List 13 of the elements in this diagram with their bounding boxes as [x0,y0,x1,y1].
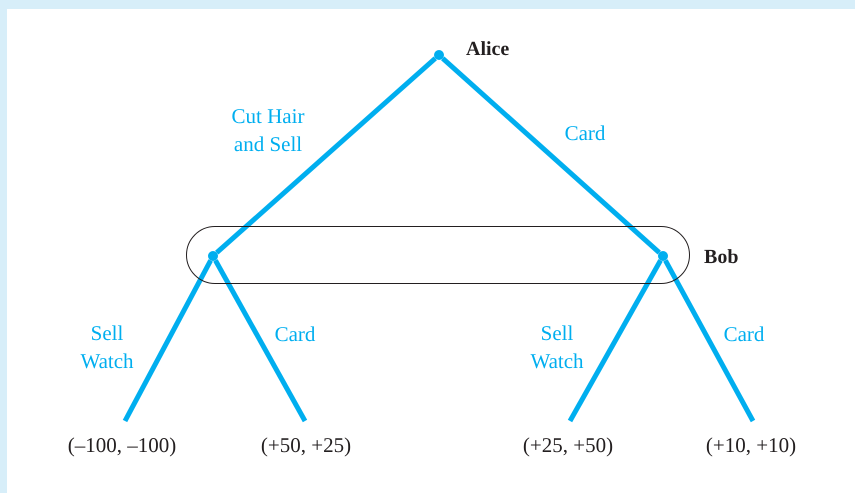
branch-line [568,259,663,422]
information-set-outline [186,226,690,284]
player-label: Bob [704,246,738,269]
branch-line [215,56,437,255]
branch-line [663,259,756,422]
branch-line [213,259,308,422]
player-label: Alice [466,38,510,61]
branch-line [441,56,661,255]
branch-line [122,259,213,422]
payoff-label: (+10, +10) [706,421,796,458]
payoff-label: (+50, +25) [260,421,352,458]
payoff-label: (+25, +50) [522,421,614,458]
payoff-label: (–100, –100) [68,421,176,458]
